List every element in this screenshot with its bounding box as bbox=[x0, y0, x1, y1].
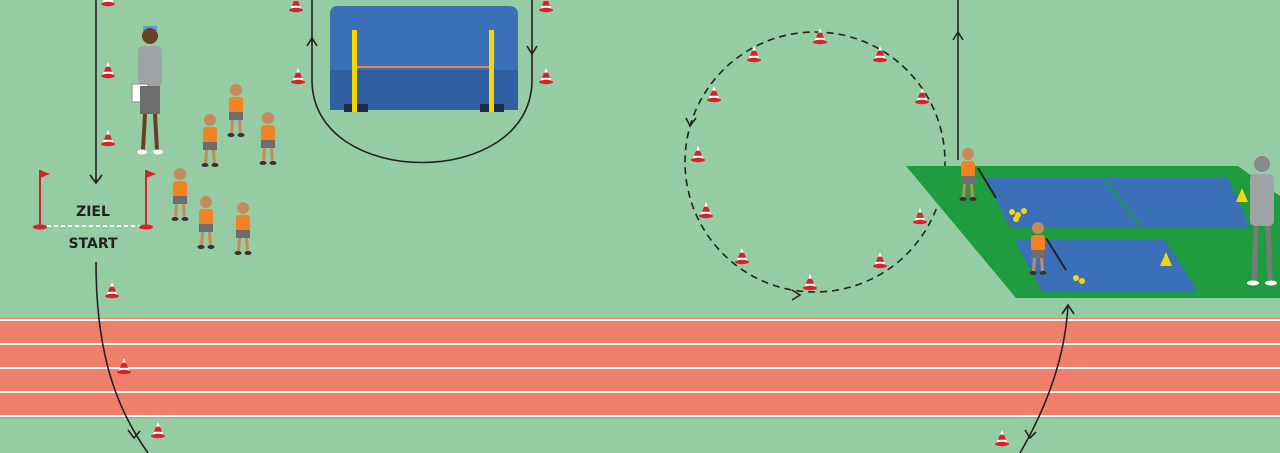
instructor bbox=[1247, 156, 1277, 286]
group-of-athletes bbox=[131, 26, 278, 257]
flag-left-icon bbox=[33, 170, 50, 230]
start-finish-line: ZIEL START bbox=[33, 170, 156, 252]
course-path bbox=[89, 0, 1075, 453]
balls bbox=[1009, 208, 1085, 284]
player-one bbox=[958, 146, 997, 203]
finish-label: ZIEL bbox=[76, 204, 110, 220]
start-label: START bbox=[68, 236, 118, 252]
floorball-station bbox=[906, 146, 1280, 298]
flag-right-icon bbox=[139, 170, 156, 230]
running-track bbox=[0, 318, 1280, 418]
coach bbox=[131, 26, 163, 155]
slalom-circle bbox=[684, 31, 946, 301]
high-jump-station bbox=[330, 6, 518, 112]
player-two bbox=[1028, 220, 1067, 277]
